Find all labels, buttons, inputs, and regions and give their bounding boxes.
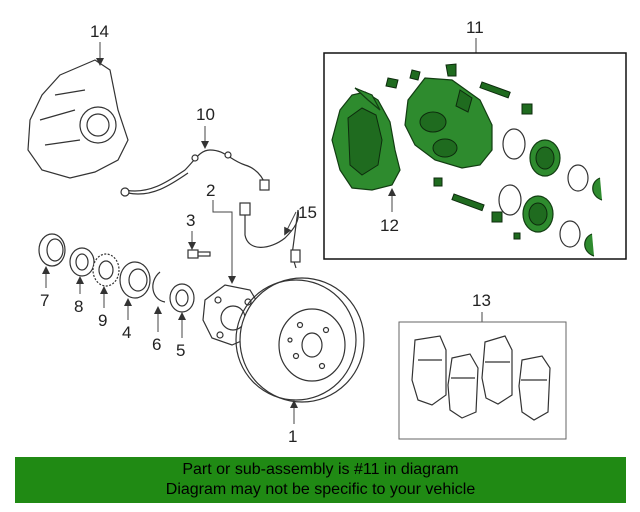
parts-diagram: 14 10 15 2 3 (27, 18, 627, 446)
brake-hose-part[interactable] (239, 202, 301, 269)
dust-shield-part[interactable] (27, 59, 129, 179)
banner-line-1: Part or sub-assembly is #11 in diagram (182, 461, 459, 478)
brake-rotor-part[interactable] (235, 277, 365, 403)
bolt-part[interactable] (187, 249, 211, 259)
callout-3: 3 (186, 211, 195, 230)
callout-2: 2 (206, 181, 215, 200)
callout-7: 7 (40, 291, 49, 310)
callout-1: 1 (288, 427, 297, 446)
hub-seal-part[interactable] (169, 283, 195, 313)
callout-15: 15 (298, 203, 317, 222)
tone-ring-part[interactable] (92, 253, 120, 287)
brake-pads-part[interactable] (411, 335, 551, 421)
caliper-small-parts[interactable] (385, 63, 533, 240)
brake-pads-box[interactable] (398, 321, 567, 440)
banner-line-2: Diagram may not be specific to your vehi… (165, 481, 476, 498)
piston-seal-rings[interactable] (498, 128, 589, 248)
caliper-body-part[interactable] (404, 77, 493, 169)
seal-part[interactable] (38, 233, 66, 267)
retaining-clips[interactable] (584, 177, 603, 257)
caliper-assembly-box[interactable] (323, 52, 627, 260)
bearing-part[interactable] (119, 261, 151, 299)
abs-sensor-wire-part[interactable] (120, 149, 270, 197)
snap-ring-part[interactable] (152, 271, 166, 303)
callout-8: 8 (74, 297, 83, 316)
callout-4: 4 (122, 323, 131, 342)
callout-13: 13 (472, 291, 491, 310)
callout-9: 9 (98, 311, 107, 330)
callout-10: 10 (196, 105, 215, 124)
callout-12: 12 (380, 216, 399, 235)
callout-14: 14 (90, 22, 109, 41)
callout-11: 11 (466, 18, 484, 37)
info-banner: Part or sub-assembly is #11 in diagram D… (15, 457, 626, 503)
inner-bearing-part[interactable] (69, 247, 95, 277)
callout-5: 5 (176, 341, 185, 360)
piston-parts[interactable] (522, 139, 561, 233)
callout-6: 6 (152, 335, 161, 354)
caliper-bracket-part[interactable] (331, 87, 401, 191)
